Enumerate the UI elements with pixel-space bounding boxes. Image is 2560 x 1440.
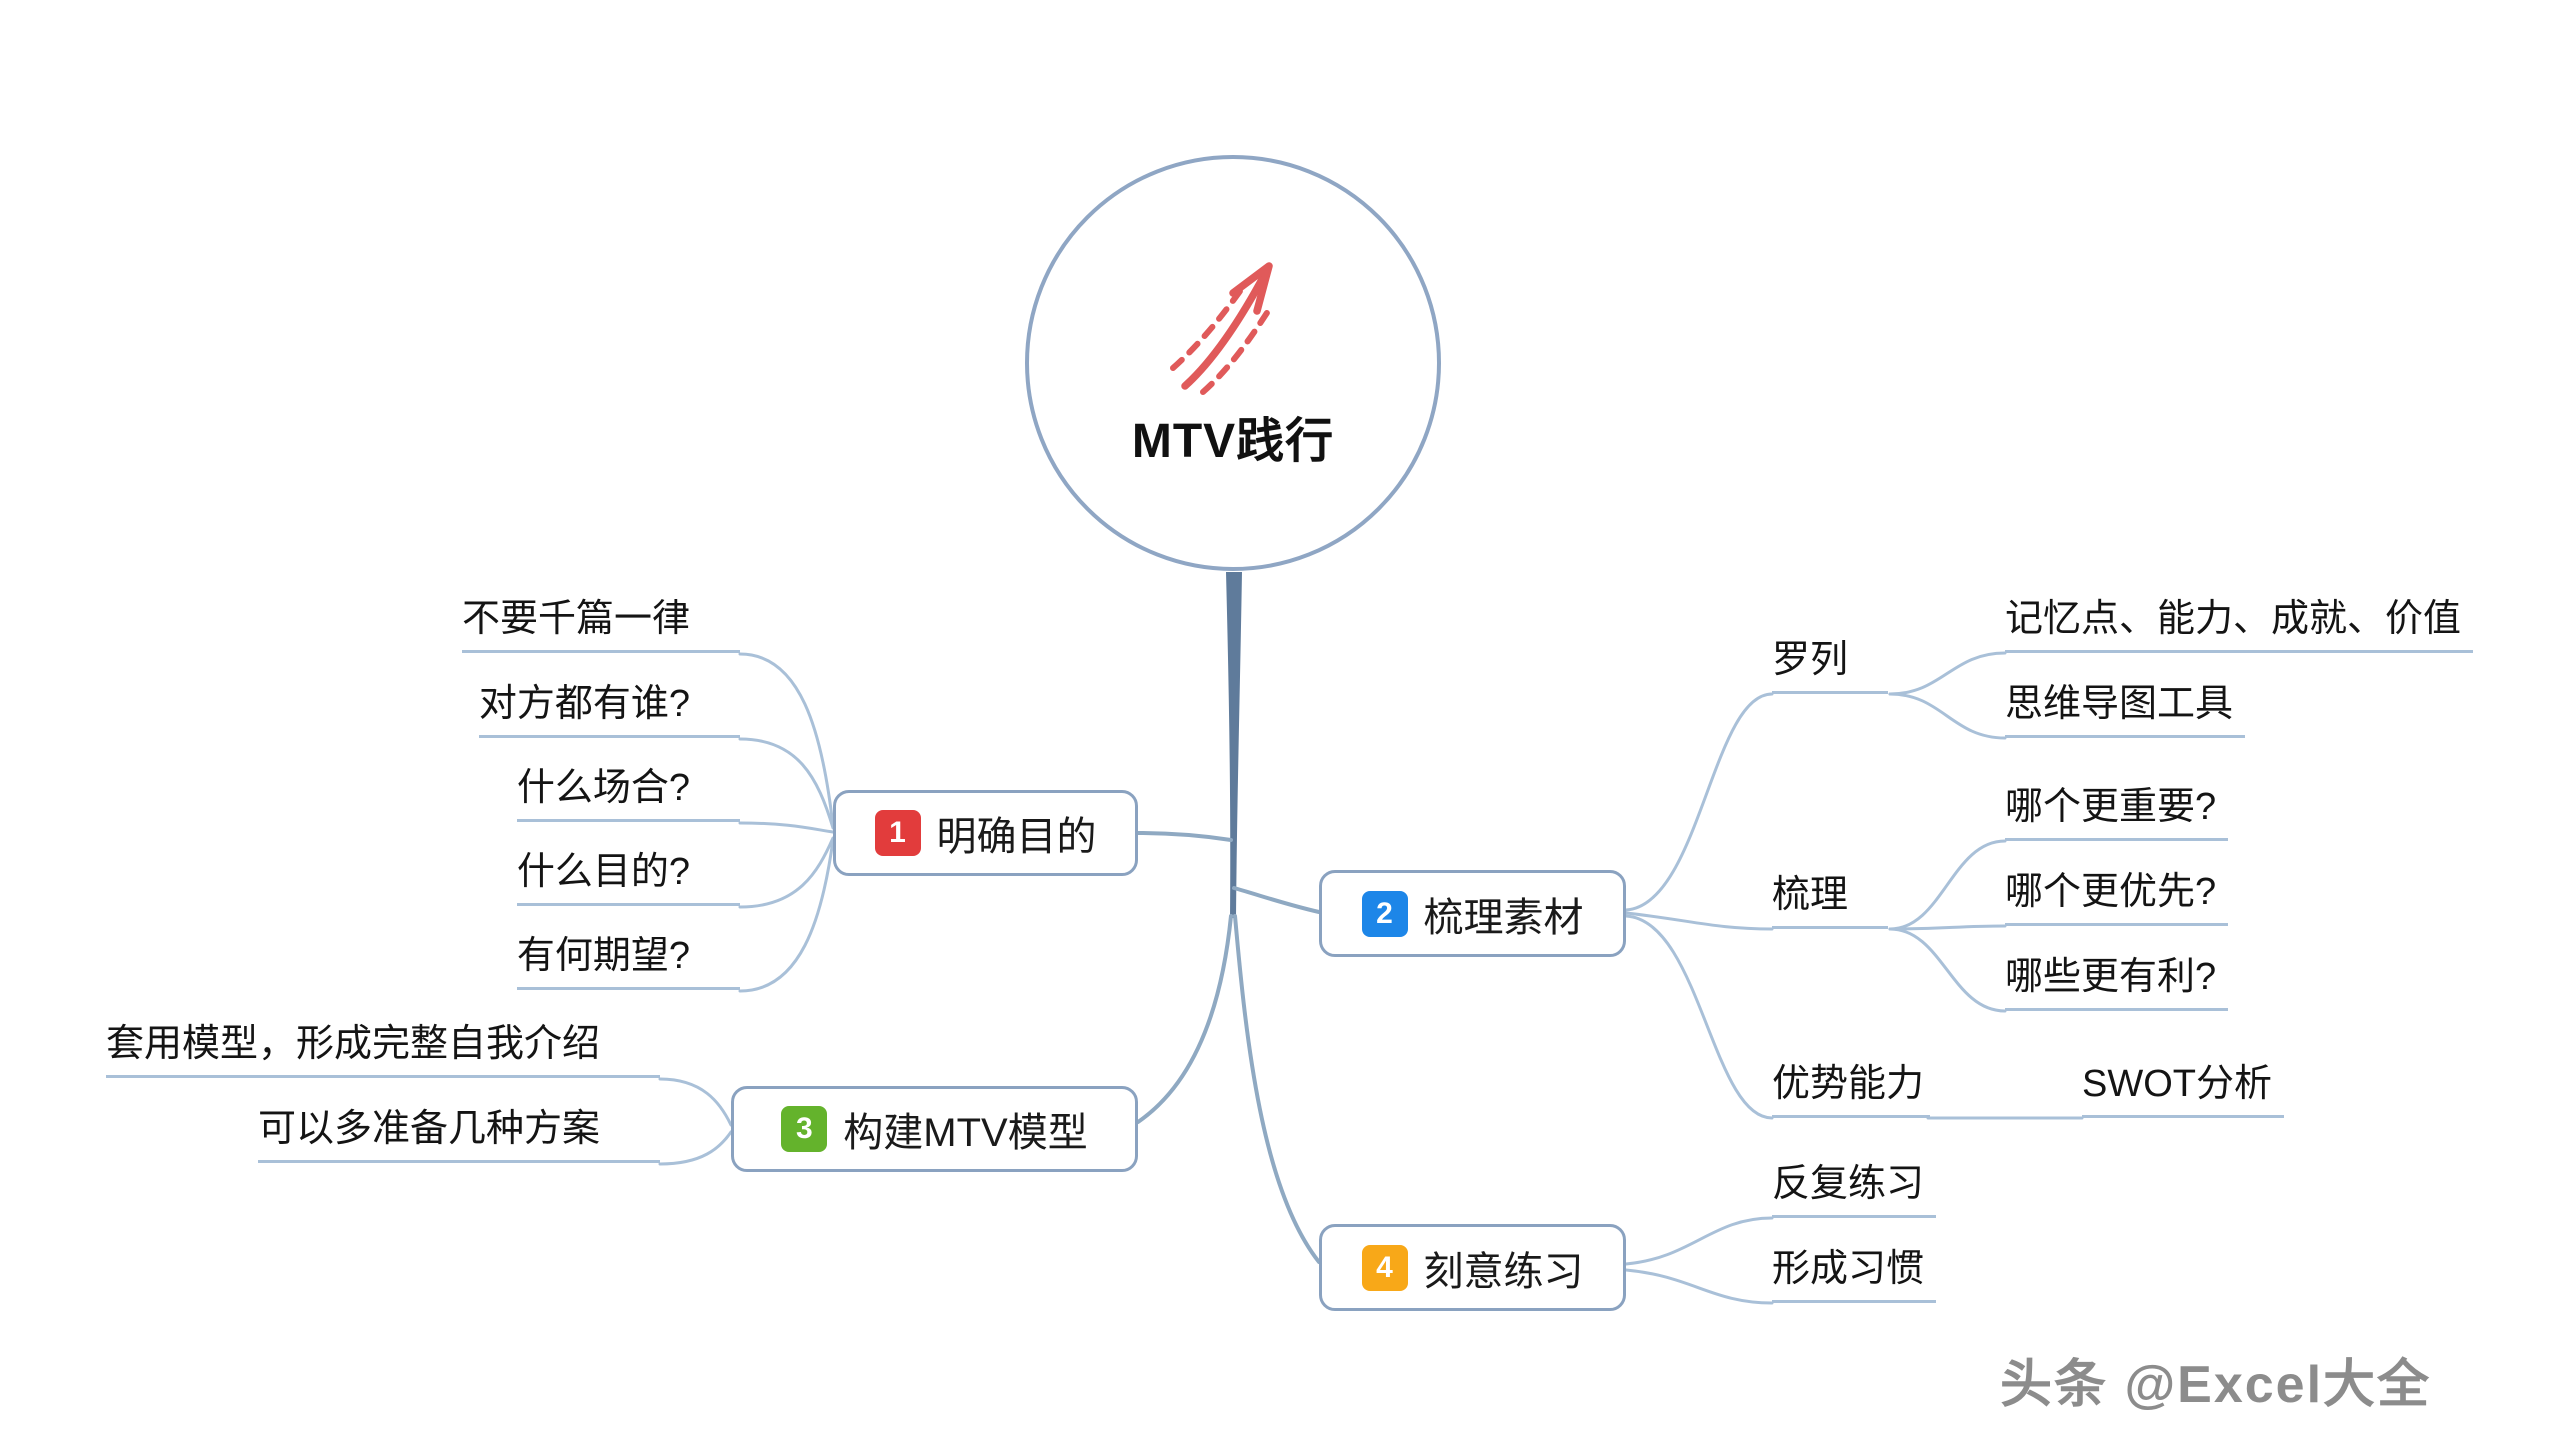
branch-node-1[interactable]: 1 明确目的 [833, 790, 1138, 876]
central-topic[interactable]: MTV践行 [1025, 155, 1441, 571]
subtopic-b2-c2-g0[interactable]: SWOT分析 [2082, 1061, 2284, 1118]
priority-4-badge: 4 [1361, 1244, 1408, 1291]
connector-b2-c0-g0 [1888, 651, 2007, 696]
sketch-rising-arrow-icon [1158, 245, 1308, 395]
branch-node-3[interactable]: 3 构建MTV模型 [731, 1086, 1138, 1172]
subtopic-b1-c3[interactable]: 什么目的? [516, 849, 740, 906]
subtopic-b1-c2[interactable]: 什么场合? [516, 765, 740, 822]
branch-1-label: 明确目的 [936, 815, 1097, 859]
subtopic-b2-c0-g0[interactable]: 记忆点、能力、成就、价值 [2005, 596, 2474, 653]
subtopic-b2-c0[interactable]: 罗列 [1772, 637, 1889, 694]
connector-b3-c0 [658, 1077, 733, 1127]
subtopic-b2-c1[interactable]: 梳理 [1772, 872, 1889, 929]
subtopic-b4-c0[interactable]: 反复练习 [1772, 1161, 1937, 1218]
connector-branch-4 [1233, 914, 1321, 1264]
connector-b1-c1 [738, 737, 835, 830]
branch-node-4[interactable]: 4 刻意练习 [1319, 1224, 1626, 1311]
connector-b2-c0-g1 [1888, 692, 2007, 740]
subtopic-b1-c1[interactable]: 对方都有谁? [478, 681, 740, 738]
subtopic-b3-c0[interactable]: 套用模型，形成完整自我介绍 [105, 1021, 660, 1078]
subtopic-b2-c0-g1[interactable]: 思维导图工具 [2005, 681, 2246, 738]
connector-b4-c0 [1624, 1216, 1774, 1266]
subtopic-b1-c4[interactable]: 有何期望? [516, 933, 740, 990]
connector-b4-c1 [1624, 1268, 1774, 1305]
connector-b2-c0 [1624, 692, 1774, 912]
subtopic-b1-c0[interactable]: 不要千篇一律 [461, 596, 740, 653]
connector-b2-c2 [1624, 914, 1774, 1120]
branch-3-label: 构建MTV模型 [843, 1111, 1088, 1155]
connector-b2-c1 [1624, 911, 1774, 931]
connector-b1-c0 [738, 652, 835, 828]
connector-b2-c1-g1 [1888, 924, 2007, 931]
branch-2-label: 梳理素材 [1423, 895, 1584, 940]
connector-b3-c1 [658, 1130, 733, 1166]
connector-trunk [1226, 572, 1242, 918]
subtopic-b2-c1-g2[interactable]: 哪些更有利? [2005, 954, 2229, 1011]
subtopic-b2-c1-g1[interactable]: 哪个更优先? [2005, 869, 2229, 926]
subtopic-b2-c1-g0[interactable]: 哪个更重要? [2005, 784, 2229, 841]
connector-b2-c1-g0 [1888, 839, 2007, 931]
priority-2-badge: 2 [1361, 890, 1408, 937]
subtopic-b2-c2[interactable]: 优势能力 [1772, 1061, 1931, 1118]
branch-4-label: 刻意练习 [1423, 1249, 1584, 1294]
priority-3-badge: 3 [781, 1106, 828, 1152]
subtopic-b3-c1[interactable]: 可以多准备几种方案 [257, 1106, 660, 1163]
priority-1-badge: 1 [874, 810, 921, 856]
connector-branch-3 [1136, 914, 1233, 1124]
connector-b1-c2 [738, 821, 835, 834]
central-topic-label: MTV践行 [1131, 415, 1335, 468]
connector-b2-c1-g2 [1888, 927, 2007, 1013]
watermark-text: 头条 @Excel大全 [2000, 1356, 2432, 1414]
branch-node-2[interactable]: 2 梳理素材 [1319, 870, 1626, 957]
connector-branch-2 [1232, 886, 1321, 914]
subtopic-b4-c1[interactable]: 形成习惯 [1772, 1246, 1937, 1303]
connector-b1-c3 [738, 836, 835, 909]
connector-b1-c4 [738, 838, 835, 993]
connector-branch-1 [1136, 831, 1233, 842]
